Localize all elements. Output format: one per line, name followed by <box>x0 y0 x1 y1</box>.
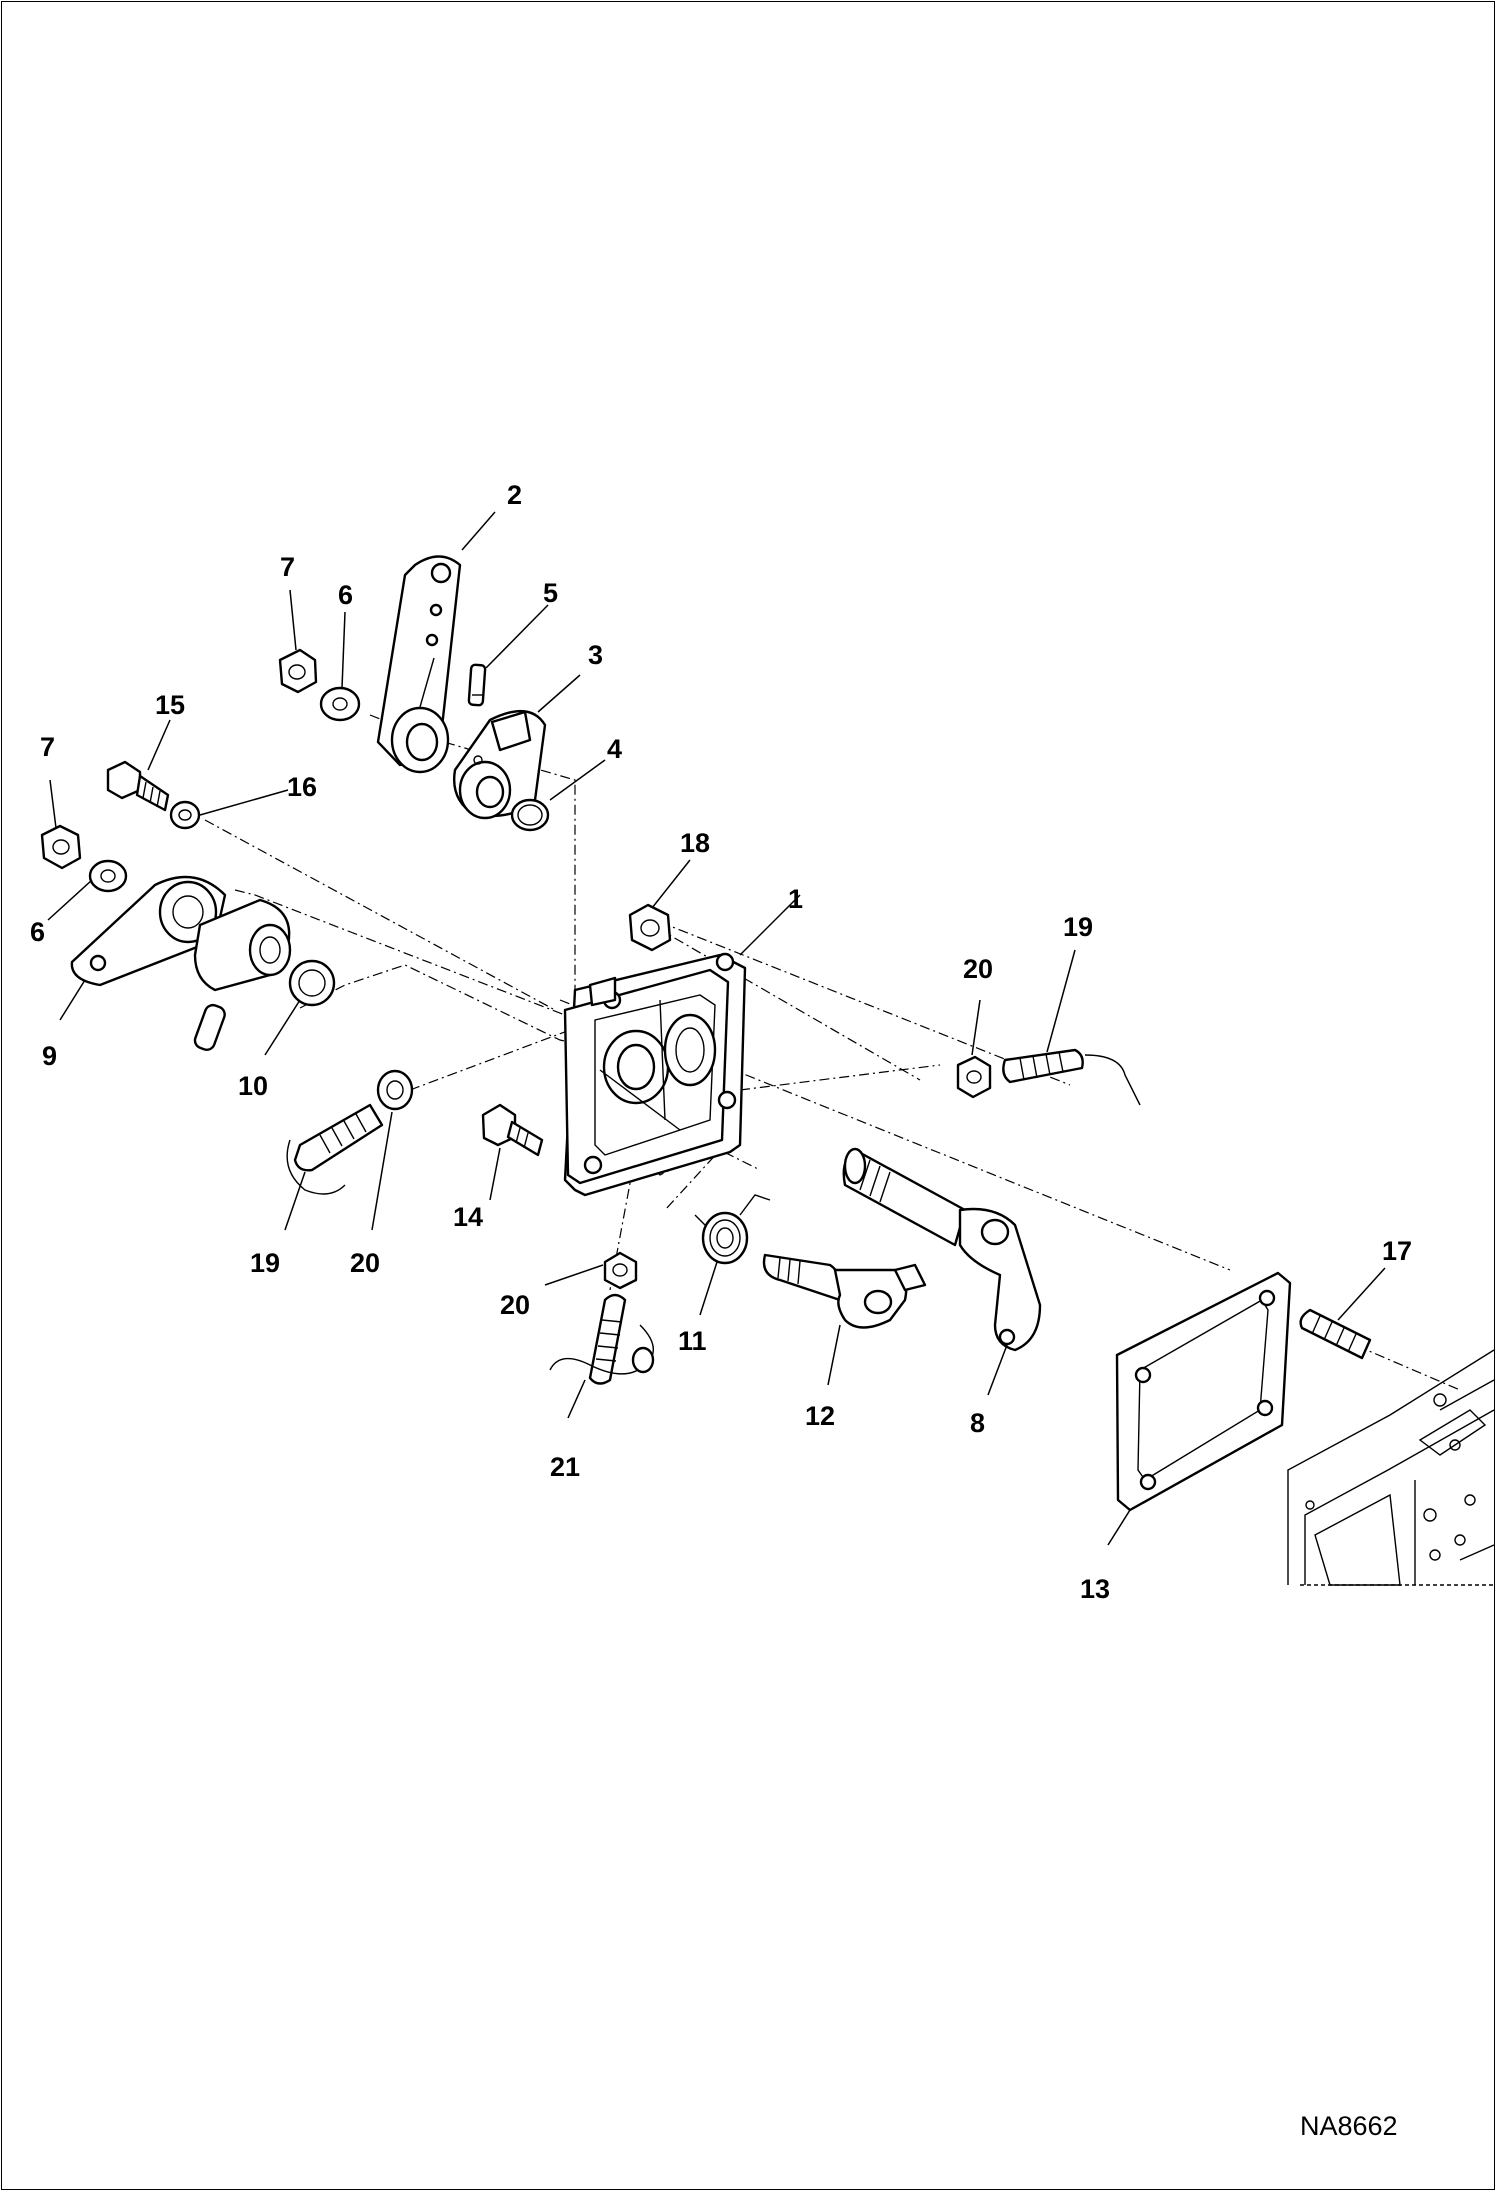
callout-6-left: 6 <box>30 917 45 947</box>
callout-12: 12 <box>805 1401 835 1431</box>
part-20-nut-right <box>956 1055 992 1099</box>
callout-16: 16 <box>287 772 317 802</box>
callout-20-bottom: 20 <box>500 1290 530 1320</box>
part-5-pin <box>467 663 487 707</box>
part-17-stud <box>1299 1308 1372 1360</box>
callout-11: 11 <box>678 1326 707 1356</box>
callout-19-left: 19 <box>250 1248 280 1278</box>
leader-lines <box>47 511 1386 1546</box>
engine-block-partial <box>1287 1349 1495 1586</box>
part-1-cover-housing <box>563 952 747 1197</box>
part-20-nut-left <box>376 1069 414 1111</box>
part-20-nut-bottom <box>603 1251 638 1290</box>
callout-21: 21 <box>550 1452 580 1482</box>
part-14-bolt <box>481 1103 544 1157</box>
callout-7-upper: 7 <box>280 552 295 582</box>
part-6-washer-upper <box>319 686 361 722</box>
callout-13: 13 <box>1080 1574 1110 1604</box>
part-15-bolt <box>106 760 170 812</box>
callout-labels: 1 2 3 4 5 6 6 7 7 8 9 10 11 12 13 14 15 … <box>30 480 1412 1604</box>
callout-1: 1 <box>788 884 803 914</box>
callout-8: 8 <box>970 1408 985 1438</box>
part-12-shaft <box>762 1253 927 1329</box>
callout-3: 3 <box>588 640 603 670</box>
callout-19-right: 19 <box>1063 912 1093 942</box>
part-11-spring <box>694 1194 771 1265</box>
callout-14: 14 <box>453 1202 483 1232</box>
callout-10: 10 <box>238 1071 268 1101</box>
callout-6-upper: 6 <box>338 580 353 610</box>
callout-17: 17 <box>1382 1236 1412 1266</box>
callout-9: 9 <box>42 1041 57 1071</box>
part-2-lever-arm <box>376 555 462 774</box>
callout-20-right: 20 <box>963 954 993 984</box>
part-19-screw-right <box>1002 1048 1141 1106</box>
callout-15: 15 <box>155 690 185 720</box>
callout-2: 2 <box>507 480 522 510</box>
part-16-washer <box>169 800 201 830</box>
part-10-seal <box>288 959 336 1007</box>
callout-7-left: 7 <box>40 732 55 762</box>
part-7-nut-left <box>40 824 82 870</box>
callout-18: 18 <box>680 828 710 858</box>
part-7-nut-upper <box>278 648 318 694</box>
drawing-code: NA8662 <box>1300 2111 1398 2141</box>
part-13-gasket <box>1115 1271 1292 1512</box>
part-6-washer-left <box>88 859 128 893</box>
part-8-shaft-arm <box>842 1147 1042 1352</box>
callout-5: 5 <box>543 578 558 608</box>
callout-20-left: 20 <box>350 1248 380 1278</box>
callout-4: 4 <box>607 734 622 764</box>
part-18-nut <box>628 903 672 952</box>
part-3-lever-hub <box>453 709 547 820</box>
part-19-screw-left <box>286 1103 384 1195</box>
part-21-screw <box>549 1293 655 1385</box>
lever-body <box>193 898 292 1051</box>
